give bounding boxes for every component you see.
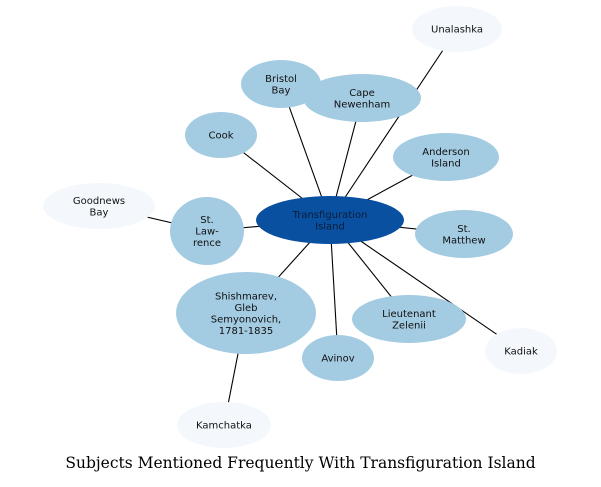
node-label-kamchatka: Kamchatka	[196, 421, 252, 432]
node-label-anderson-island: Island	[431, 158, 461, 169]
node-label-st-matthew: St.	[457, 224, 470, 235]
node-label-transfiguration-island: Island	[315, 221, 345, 232]
node-cook: Cook	[185, 112, 257, 158]
node-label-lieutenant-zelenii: Zelenii	[392, 320, 426, 331]
node-ellipse-st-matthew	[415, 210, 513, 258]
node-st-matthew: St.Matthew	[415, 210, 513, 258]
node-label-bristol-bay: Bay	[272, 85, 291, 96]
node-label-st-lawrence: rence	[193, 238, 221, 249]
node-ellipse-shishmarev	[176, 272, 316, 354]
node-st-lawrence: St.Law-rence	[170, 197, 244, 265]
diagram-caption: Subjects Mentioned Frequently With Trans…	[65, 454, 536, 472]
node-label-unalashka: Unalashka	[431, 25, 483, 36]
node-kamchatka: Kamchatka	[177, 402, 271, 448]
node-ellipse-anderson-island	[393, 133, 499, 181]
node-ellipse-st-lawrence	[170, 197, 244, 265]
node-label-shishmarev: 1781-1835	[219, 326, 274, 337]
node-label-goodnews-bay: Goodnews	[73, 196, 125, 207]
node-label-anderson-island: Anderson	[422, 147, 469, 158]
node-label-st-lawrence: St.	[200, 215, 213, 226]
node-label-st-matthew: Matthew	[442, 235, 485, 246]
node-label-cape-newenham: Cape	[349, 88, 375, 99]
node-label-shishmarev: Gleb	[234, 303, 257, 314]
node-ellipse-cape-newenham	[303, 74, 421, 122]
node-unalashka: Unalashka	[412, 6, 502, 52]
node-label-cook: Cook	[208, 131, 233, 142]
node-avinov: Avinov	[302, 335, 374, 381]
node-label-shishmarev: Semyonovich,	[211, 314, 281, 325]
node-ellipse-goodnews-bay	[43, 183, 155, 229]
node-ellipse-kamchatka	[177, 402, 271, 448]
edge-transfiguration-island-to-unalashka	[329, 28, 458, 221]
node-kadiak: Kadiak	[485, 328, 557, 374]
node-ellipse-avinov	[302, 335, 374, 381]
node-label-avinov: Avinov	[321, 354, 354, 365]
node-ellipse-unalashka	[412, 6, 502, 52]
node-label-lieutenant-zelenii: Lieutenant	[382, 309, 436, 320]
node-label-kadiak: Kadiak	[504, 347, 538, 358]
node-ellipse-cook	[185, 112, 257, 158]
node-label-shishmarev: Shishmarev,	[215, 291, 277, 302]
edge-transfiguration-island-to-kadiak	[329, 219, 522, 352]
node-ellipse-bristol-bay	[241, 60, 321, 108]
node-label-st-lawrence: Law-	[195, 227, 219, 238]
node-ellipse-lieutenant-zelenii	[352, 295, 466, 343]
node-label-goodnews-bay: Bay	[90, 207, 109, 218]
node-ellipse-transfiguration-island	[256, 196, 404, 244]
node-label-transfiguration-island: Transfiguration	[292, 210, 368, 221]
node-label-cape-newenham: Newenham	[334, 99, 391, 110]
node-ellipse-kadiak	[485, 328, 557, 374]
node-label-bristol-bay: Bristol	[265, 74, 297, 85]
